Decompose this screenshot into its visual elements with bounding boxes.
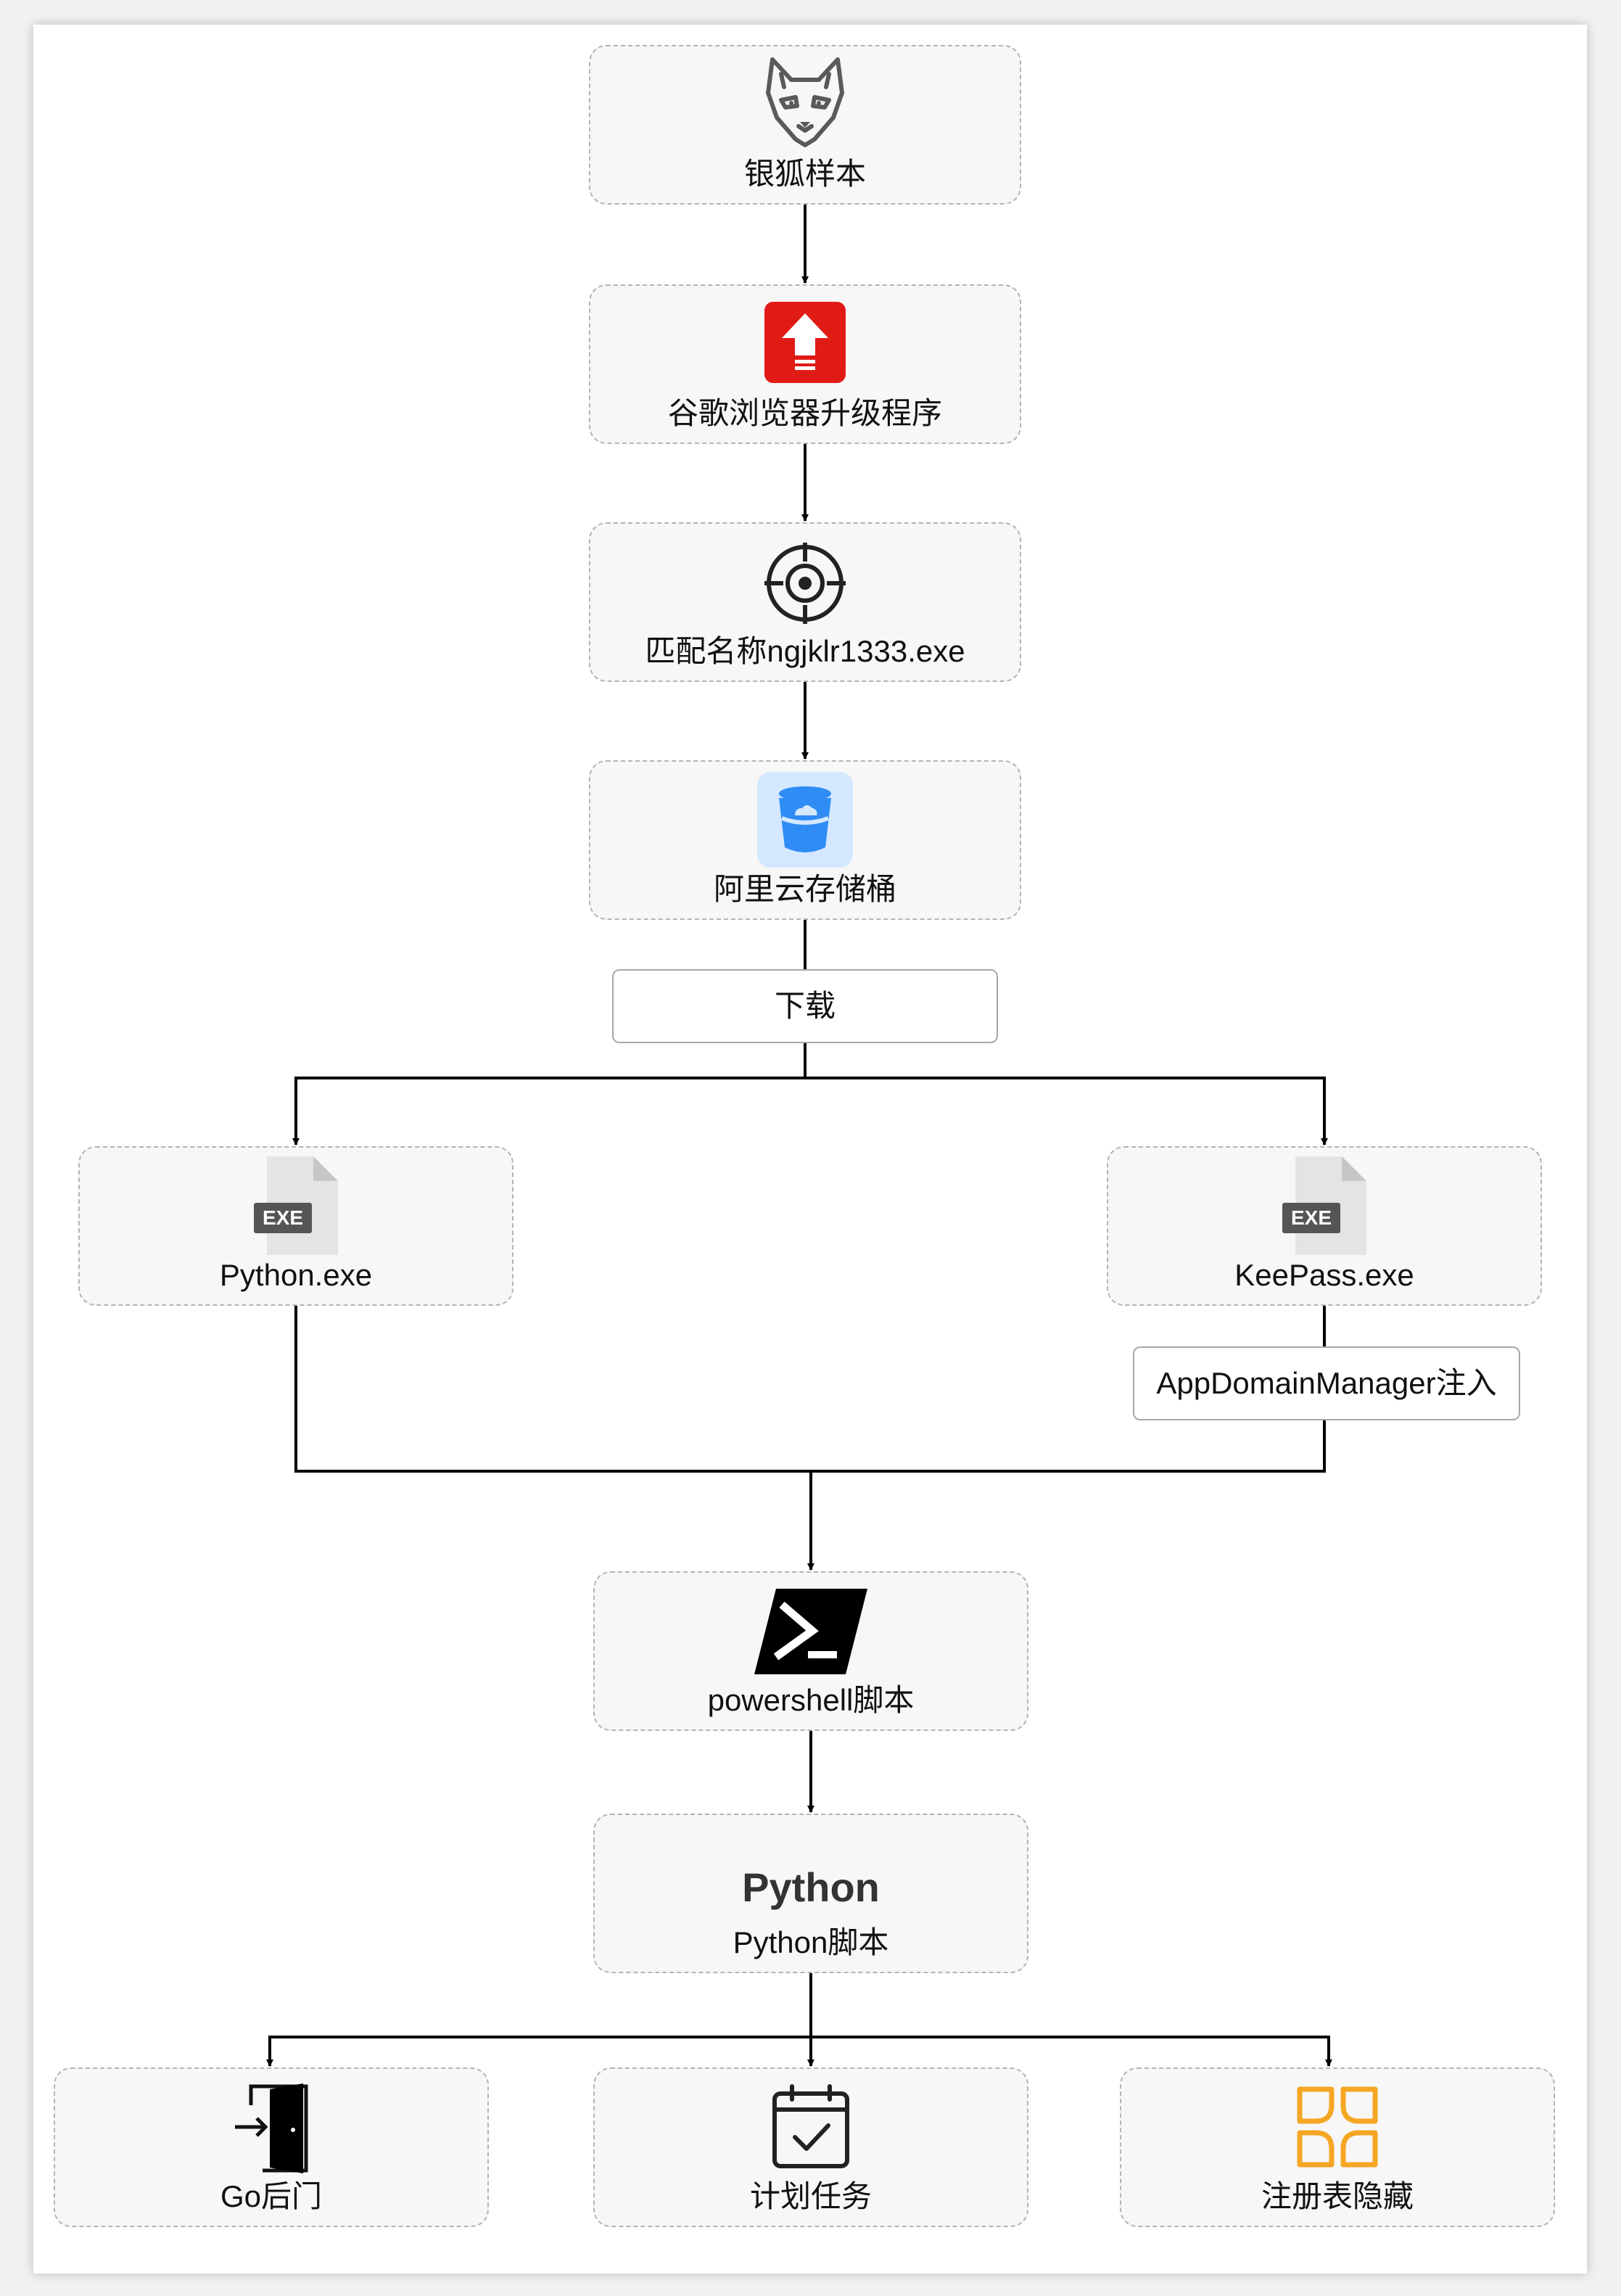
keepass-exe-label: KeePass.exe (1234, 1258, 1414, 1292)
edge-to-keepass-exe (805, 1077, 1328, 1145)
edge-to-go-backdoor (266, 2036, 811, 2067)
edge-to-python-exe (292, 1077, 805, 1145)
aliyun-oss-label: 阿里云存储桶 (713, 872, 896, 906)
python-exe-node: EXE Python.exe (78, 1146, 513, 1306)
registry-hide-label: 注册表隐藏 (1261, 2179, 1414, 2213)
go-backdoor-label: Go后门 (220, 2179, 323, 2213)
bucket-icon (757, 772, 853, 868)
python-script-label: Python脚本 (733, 1925, 889, 1959)
aliyun-oss-node: 阿里云存储桶 (589, 760, 1021, 920)
edge-to-registry (811, 2036, 1332, 2067)
fox-icon (766, 57, 844, 147)
match-name-node: 匹配名称ngjklr1333.exe (589, 522, 1021, 682)
sample-label: 银狐样本 (743, 157, 866, 191)
registry-icon (1297, 2086, 1378, 2168)
scheduled-task-node: 计划任务 (593, 2067, 1028, 2227)
appdomain-injection-label: AppDomainManager注入 (1133, 1346, 1520, 1420)
exe-badge: EXE (263, 1206, 303, 1229)
scheduled-task-label: 计划任务 (749, 2179, 872, 2213)
powershell-label: powershell脚本 (707, 1683, 915, 1717)
keepass-exe-node: EXE KeePass.exe (1107, 1146, 1542, 1306)
powershell-node: powershell脚本 (593, 1571, 1028, 1731)
python-exe-label: Python.exe (219, 1258, 373, 1292)
target-icon (764, 543, 846, 624)
exe-file-icon: EXE (254, 1156, 338, 1255)
download-label: 下载 (612, 969, 998, 1043)
chrome-update-label: 谷歌浏览器升级程序 (667, 396, 942, 430)
door-exit-icon (235, 2083, 308, 2173)
chrome-update-node: 谷歌浏览器升级程序 (589, 284, 1021, 444)
python-script-node: Python Python脚本 (593, 1814, 1028, 1973)
go-backdoor-node: Go后门 (54, 2067, 489, 2227)
sample-node: 银狐样本 (589, 45, 1021, 205)
exe-badge: EXE (1291, 1206, 1332, 1229)
calendar-check-icon (772, 2084, 849, 2168)
match-name-label: 匹配名称ngjklr1333.exe (645, 634, 965, 668)
exe-file-icon: EXE (1282, 1156, 1366, 1255)
registry-hide-node: 注册表隐藏 (1120, 2067, 1555, 2227)
python-title: Python (742, 1864, 880, 1910)
upgrade-arrow-icon (764, 302, 846, 383)
powershell-icon (754, 1589, 867, 1674)
